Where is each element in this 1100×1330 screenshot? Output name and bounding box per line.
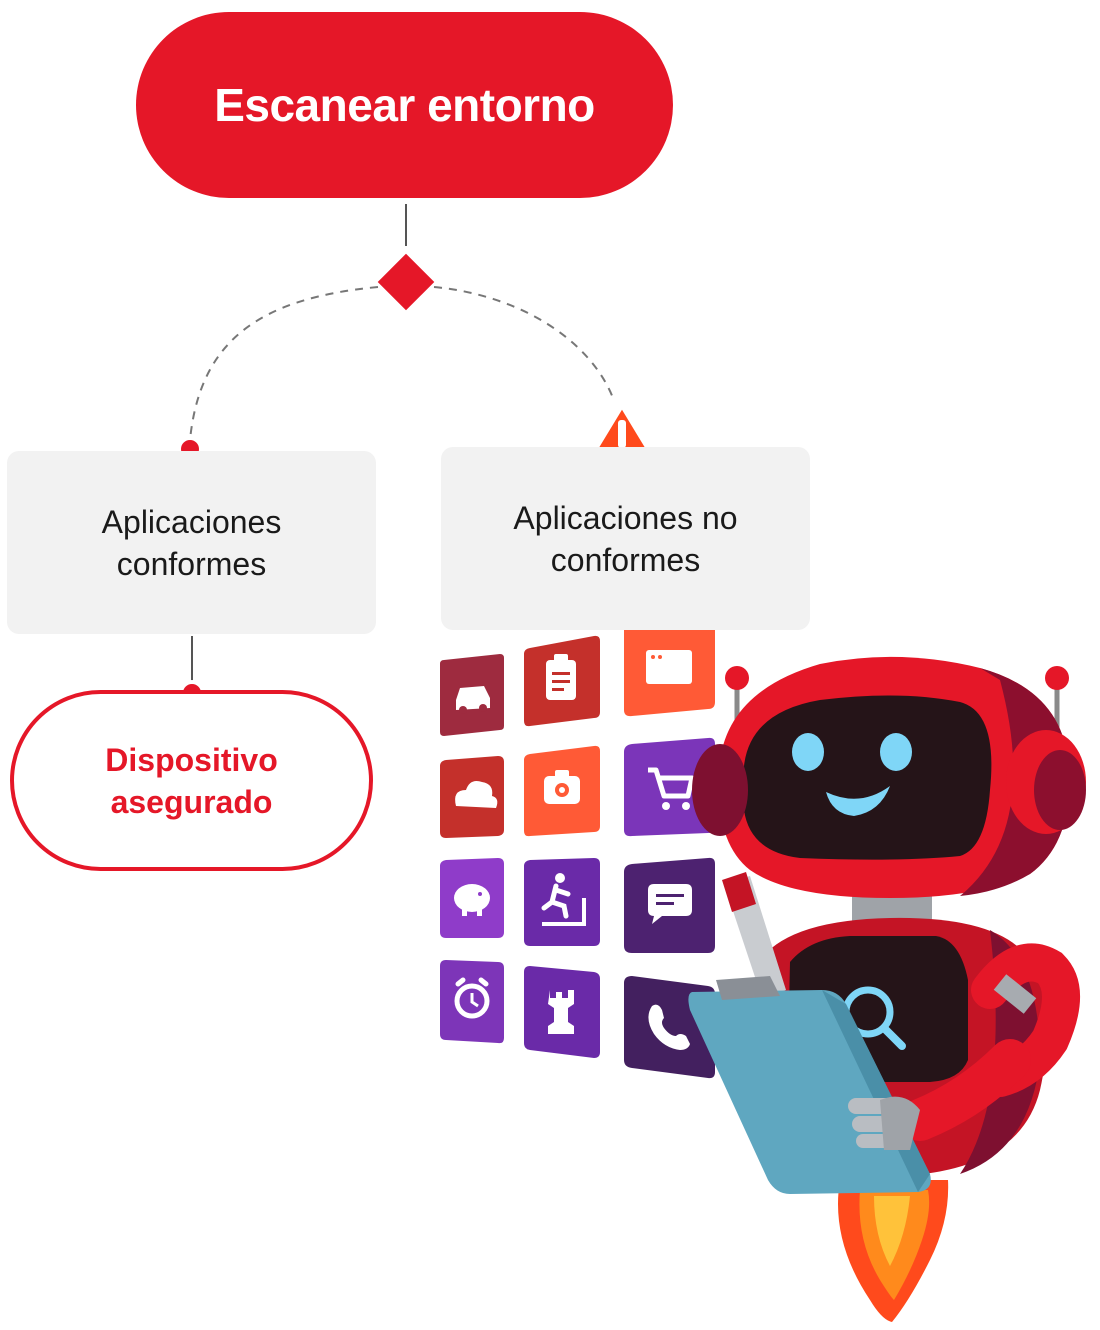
rocket-flame-icon bbox=[838, 1180, 949, 1322]
clipboard-icon bbox=[524, 635, 600, 727]
start-node-label: Escanear entorno bbox=[214, 79, 595, 131]
branch-noncompliant-label-line2: conformes bbox=[550, 541, 701, 578]
browser-window-icon bbox=[624, 613, 715, 717]
piggy-bank-icon bbox=[440, 858, 504, 938]
robot-illustration bbox=[688, 656, 1086, 1322]
camera-icon bbox=[524, 745, 600, 837]
branch-noncompliant-apps: Aplicaciones no conformes bbox=[441, 447, 810, 630]
branch-compliant-label-line1: Aplicaciones bbox=[101, 503, 282, 540]
branch-noncompliant-label-line1: Aplicaciones no bbox=[513, 499, 738, 536]
alarm-clock-icon bbox=[440, 960, 504, 1044]
branch-compliant-apps: Aplicaciones conformes bbox=[7, 451, 376, 634]
app-icon-grid bbox=[440, 613, 715, 1079]
chat-icon bbox=[624, 857, 715, 953]
decision-diamond bbox=[377, 253, 435, 311]
end-node-device-secured: Dispositivo asegurado bbox=[10, 690, 373, 871]
shopping-cart-icon bbox=[624, 737, 715, 837]
dashed-branch-right bbox=[433, 286, 614, 399]
dashed-branch-left bbox=[189, 286, 379, 441]
start-node-scan-environment: Escanear entorno bbox=[136, 12, 673, 198]
cloud-icon bbox=[440, 756, 504, 838]
car-icon bbox=[440, 654, 504, 736]
chess-rook-icon bbox=[524, 966, 600, 1058]
end-node-label-line2: asegurado bbox=[110, 783, 273, 820]
treadmill-icon bbox=[524, 858, 600, 946]
end-node-label-line1: Dispositivo bbox=[105, 741, 278, 778]
branch-compliant-label-line2: conformes bbox=[116, 545, 267, 582]
